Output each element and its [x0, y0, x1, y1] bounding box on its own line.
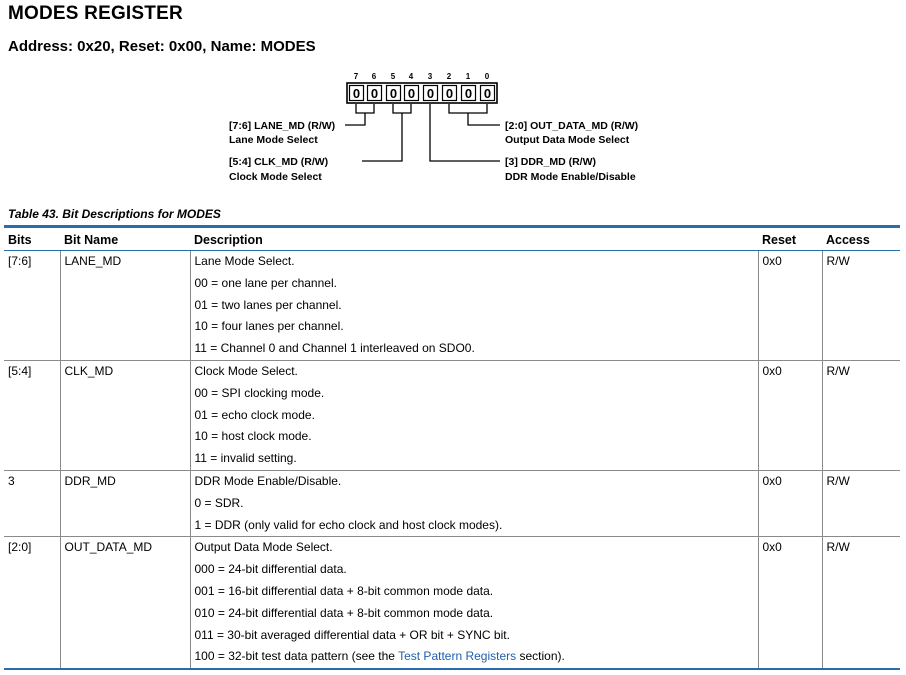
description-line: 010 = 24-bit differential data + 8-bit c… [194, 605, 494, 620]
clk-md-bracket [392, 104, 412, 114]
header-bits: Bits [4, 226, 60, 251]
bit-value-6: 0 [371, 86, 378, 101]
register-bit-diagram: 7 6 5 4 3 2 1 0 0 0 0 0 0 0 0 0 [7:6] LA… [229, 72, 638, 183]
bit-cell-5 [385, 84, 402, 102]
bit-value-3: 0 [427, 86, 434, 101]
row-reset: 0x0 [762, 254, 782, 268]
row-access: R/W [826, 473, 850, 488]
clk-md-leader [362, 113, 403, 162]
bit-cell-2 [441, 84, 458, 102]
bit-descriptions-table: Bits Bit Name Description Reset Access [… [4, 225, 900, 671]
bit-number-7: 7 [354, 72, 359, 81]
description-line: 1 = DDR (only valid for echo clock and h… [194, 517, 503, 532]
bit-cell-0 [479, 84, 496, 102]
bit-value-4: 0 [408, 86, 415, 101]
description-line: 000 = 24-bit differential data. [194, 562, 347, 577]
bit-cells [346, 82, 498, 104]
lane-md-leader [345, 113, 366, 126]
row-bit-name: DDR_MD [64, 473, 116, 488]
table-row: [2:0] OUT_DATA_MD Output Data Mode Selec… [4, 536, 900, 671]
description-line: 001 = 16-bit differential data + 8-bit c… [194, 583, 494, 598]
row-bit-name: LANE_MD [64, 254, 122, 268]
description-line: 11 = invalid setting. [194, 451, 297, 466]
bit-value-1: 0 [465, 86, 472, 101]
bit-number-0: 0 [485, 72, 490, 81]
bit-cell-1 [460, 84, 477, 102]
row-reset: 0x0 [762, 473, 782, 488]
description-line: 100 = 32-bit test data pattern (see the … [195, 646, 754, 668]
row-description: Output Data Mode Select. 000 = 24-bit di… [190, 536, 759, 671]
table-row: [5:4] CLK_MD Clock Mode Select. 00 = SPI… [4, 360, 900, 471]
bit-cell-7 [348, 84, 365, 102]
bit-cell-4 [403, 84, 420, 102]
lane-md-field-label: [7:6] LANE_MD (R/W) [229, 120, 335, 132]
row-description: DDR Mode Enable/Disable. 0 = SDR. 1 = DD… [190, 470, 759, 538]
lane-md-field-desc: Lane Mode Select [229, 134, 318, 146]
connector-lines [345, 104, 500, 162]
row-bit-name: CLK_MD [64, 363, 114, 378]
description-line: 11 = Channel 0 and Channel 1 interleaved… [194, 341, 475, 356]
bit-number-6: 6 [372, 72, 377, 81]
description-line: DDR Mode Enable/Disable. [194, 473, 342, 488]
description-line: 00 = SPI clocking mode. [194, 385, 325, 400]
clk-md-field-desc: Clock Mode Select [229, 171, 322, 183]
clk-md-field-label: [5:4] CLK_MD (R/W) [229, 156, 328, 168]
bit-cells-outer-frame [346, 82, 498, 104]
description-text: 100 = 32-bit test data pattern (see the [194, 649, 399, 664]
description-text: section). [516, 649, 565, 664]
description-line: 011 = 30-bit averaged differential data … [194, 627, 510, 642]
row-bits: 3 [8, 473, 15, 488]
row-bits: [5:4] [8, 363, 32, 378]
description-line: 10 = host clock mode. [194, 429, 312, 444]
bit-number-5: 5 [391, 72, 396, 81]
ddr-md-field-label: [3] DDR_MD (R/W) [505, 156, 596, 168]
row-reset: 0x0 [762, 540, 782, 555]
table-header-row: Bits Bit Name Description Reset Access [4, 226, 900, 251]
bit-value-7: 0 [353, 86, 360, 101]
description-line: Clock Mode Select. [194, 363, 298, 378]
out-data-md-leader [467, 113, 500, 126]
bit-number-2: 2 [447, 72, 452, 81]
table-row: [7:6] LANE_MD Lane Mode Select. 00 = one… [4, 250, 900, 361]
register-subtitle: Address: 0x20, Reset: 0x00, Name: MODES [8, 38, 316, 55]
bit-value-0: 0 [484, 86, 491, 101]
page-title: MODES REGISTER [8, 3, 183, 24]
description-line: 01 = two lanes per channel. [194, 297, 342, 312]
row-access: R/W [826, 540, 850, 555]
header-description: Description [190, 226, 758, 251]
bit-cell-6 [366, 84, 383, 102]
out-data-md-field-label: [2:0] OUT_DATA_MD (R/W) [505, 120, 638, 132]
bit-cell-3 [422, 84, 439, 102]
row-bits: [2:0] [8, 540, 32, 555]
bit-value-2: 0 [446, 86, 453, 101]
ddr-md-leader [429, 104, 500, 162]
description-line: Lane Mode Select. [194, 254, 295, 268]
row-bits: [7:6] [8, 254, 32, 268]
row-description: Lane Mode Select. 00 = one lane per chan… [190, 250, 759, 361]
ddr-md-field-desc: DDR Mode Enable/Disable [505, 171, 636, 183]
description-line: 0 = SDR. [194, 495, 244, 510]
out-data-md-field-desc: Output Data Mode Select [505, 134, 630, 146]
table-row: 3 DDR_MD DDR Mode Enable/Disable. 0 = SD… [4, 470, 900, 538]
test-pattern-registers-link[interactable]: Test Pattern Registers [398, 649, 517, 664]
description-line: 00 = one lane per channel. [194, 275, 337, 290]
bit-number-3: 3 [428, 72, 433, 81]
bit-number-1: 1 [466, 72, 471, 81]
header-access: Access [822, 226, 900, 251]
bit-number-4: 4 [409, 72, 414, 81]
lane-md-bracket [355, 104, 375, 114]
row-bit-name: OUT_DATA_MD [64, 540, 153, 555]
description-line: Output Data Mode Select. [194, 540, 333, 555]
row-reset: 0x0 [762, 363, 782, 378]
out-data-md-bracket [448, 104, 488, 114]
row-access: R/W [826, 363, 850, 378]
row-description: Clock Mode Select. 00 = SPI clocking mod… [190, 360, 759, 471]
table-caption: Table 43. Bit Descriptions for MODES [8, 207, 221, 221]
bit-value-5: 0 [390, 86, 397, 101]
description-line: 01 = echo clock mode. [194, 407, 315, 422]
description-line: 10 = four lanes per channel. [194, 319, 344, 334]
row-access: R/W [826, 254, 850, 268]
header-bit-name: Bit Name [60, 226, 190, 251]
header-reset: Reset [758, 226, 822, 251]
